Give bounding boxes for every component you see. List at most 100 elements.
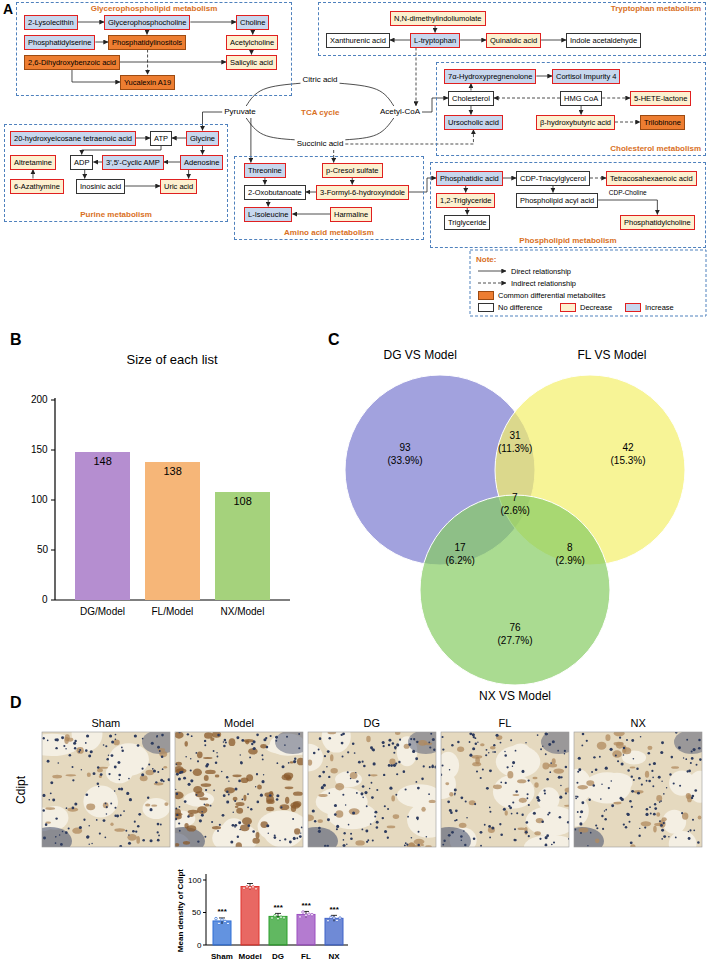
cycle-metabolite: Citric acid (300, 74, 339, 86)
ihc-micrograph (441, 732, 569, 847)
pathway-arrow (246, 118, 294, 140)
metabolite-box: 3',5'-Cyclic AMP (102, 155, 164, 170)
metabolite-name: HMG CoA (564, 94, 598, 103)
pathway-arrow (82, 146, 161, 155)
edge-label: CDP-Choline (608, 189, 648, 197)
metabolite-box: Phosphatidic acid (436, 171, 503, 186)
metabolite-name: Adenosine (184, 158, 219, 167)
metabolite-name: Ursocholic acid (448, 118, 499, 127)
category-label: DG (272, 952, 284, 961)
micrograph-frame (574, 732, 702, 847)
legend-text: Decrease (580, 303, 612, 312)
venn-count: 8 (567, 542, 573, 554)
pathway-arrow (352, 178, 353, 185)
pathway-group: Amino acid metabolismThreoninep-Cresol s… (234, 156, 424, 240)
panel-letter: D (10, 694, 22, 712)
legend-line-sample (478, 271, 506, 272)
pathway-arrow (264, 178, 265, 185)
bar (269, 916, 287, 945)
data-point (274, 914, 277, 917)
pathway-arrow (125, 186, 160, 187)
data-point (255, 888, 258, 891)
axis-tick (203, 912, 206, 913)
metabolite-box: 1,2-Triglyceride (436, 193, 495, 208)
category-label: Model (239, 952, 262, 961)
axis-title: Mean density of Cdipt (175, 869, 184, 952)
venn-count: 93 (400, 442, 411, 454)
legend-text: Increase (645, 303, 674, 312)
venn-percent: (27.7%) (498, 635, 533, 647)
pathway-arrow (164, 162, 180, 163)
pathway-arrow (78, 22, 104, 23)
metabolite-name: 6-Azathymine (14, 182, 60, 191)
panel-letter: C (328, 331, 340, 349)
category-label: FL/Model (152, 606, 194, 618)
metabolite-box: Trilobinone (640, 115, 685, 130)
pathway-arrow (172, 138, 186, 139)
data-point (252, 886, 255, 889)
bar (213, 921, 231, 945)
pathway-arrow (306, 192, 316, 193)
venn-count: 31 (510, 430, 521, 442)
micrograph-frame (42, 732, 170, 847)
bar (297, 914, 315, 945)
pathway-arrow (615, 122, 640, 123)
bar-value: 108 (234, 495, 252, 508)
data-point (246, 886, 249, 889)
metabolite-box: 7α-Hydroxypregnenolone (444, 69, 536, 84)
pathway-arrow (422, 98, 448, 112)
pathway-arrow (292, 214, 330, 215)
metabolite-box: p-Cresol sulfate (322, 163, 383, 178)
cycle-metabolite: Acetyl-CoA (378, 106, 422, 118)
error-bar (222, 918, 223, 924)
legend-swatch (625, 303, 641, 312)
data-point (249, 886, 252, 889)
error-bar (250, 884, 251, 890)
data-point (277, 917, 280, 920)
pathway-arrow (136, 138, 150, 139)
bar (241, 887, 259, 946)
metabolite-name: N,N-dimethylindoliumolate (394, 14, 482, 23)
bar-value: 148 (94, 455, 112, 468)
metabolite-name: Citric acid (302, 75, 337, 85)
metabolite-box: L-Isoleucine (244, 207, 292, 222)
category-label: Sham (211, 952, 233, 961)
bar-value: 138 (164, 465, 182, 478)
metabolite-box: Uric acid (160, 179, 197, 194)
venn-percent: (6.2%) (446, 555, 475, 567)
metabolite-box: 2-Lysolecithin (24, 15, 78, 30)
metabolite-box: Tetracosahexaenoic acid (606, 171, 697, 186)
venn-percent: (2.6%) (501, 505, 530, 517)
metabolite-name: Xanthurenic acid (330, 36, 386, 45)
metabolite-name: Uric acid (164, 182, 193, 191)
legend-swatch (478, 303, 494, 312)
axis-tick (51, 550, 55, 551)
pathway-arrow (188, 170, 189, 179)
data-point (302, 911, 305, 914)
cycle-title: TCA cycle (301, 108, 339, 117)
axis-tick-label: 50 (192, 908, 201, 917)
pathway-arrow (541, 40, 566, 41)
group-title: NX (631, 717, 646, 730)
metabolite-box: 2,6-Dihydroxybenzoic acid (24, 55, 120, 70)
metabolite-box: Threonine (244, 163, 286, 178)
pathway-arrow (467, 208, 468, 215)
metabolite-name: 7α-Hydroxypregnenolone (448, 72, 532, 81)
metabolite-name: Pyruvate (224, 107, 256, 117)
significance-mark: *** (330, 905, 339, 914)
pathway-title: Tryptophan metabolism (611, 4, 701, 14)
metabolite-name: ADP (74, 158, 89, 167)
data-point (243, 887, 246, 890)
metabolite-name: Phosphatidic acid (440, 174, 499, 183)
pathway-title: Purine metabolism (5, 210, 227, 220)
pathway-arrow (598, 200, 657, 215)
metabolite-name: Altretamine (14, 158, 52, 167)
metabolite-name: Harmaline (334, 210, 368, 219)
error-bar (331, 915, 337, 916)
metabolite-name: 3',5'-Cyclic AMP (106, 158, 160, 167)
ihc-micrograph (308, 732, 436, 847)
pathway-arrow (416, 48, 417, 107)
metabolite-name: Succinic acid (297, 139, 344, 149)
metabolite-name: Phosphatidylserine (28, 38, 91, 47)
